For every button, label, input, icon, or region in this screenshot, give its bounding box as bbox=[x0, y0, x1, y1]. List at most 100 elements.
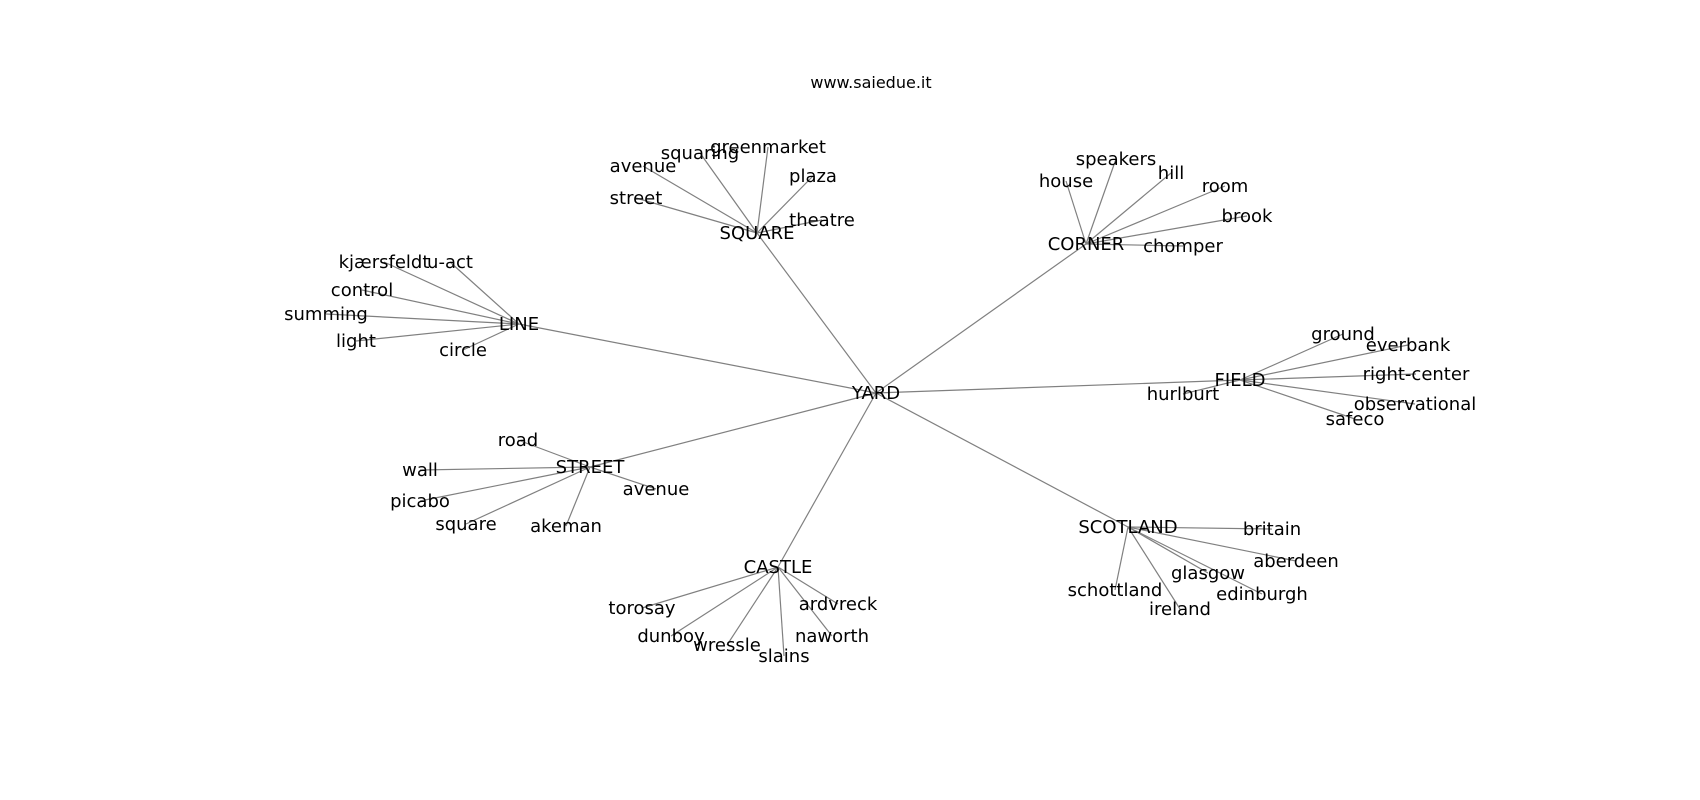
edge-field-observational bbox=[1239, 379, 1416, 405]
node-corner-speakers: speakers bbox=[1076, 149, 1157, 170]
edge-street-akeman bbox=[565, 466, 591, 527]
node-castle-torosay: torosay bbox=[608, 598, 675, 619]
edge-square-avenue bbox=[642, 165, 758, 234]
node-street-square: square bbox=[435, 514, 496, 535]
edge-scotland-ireland bbox=[1127, 526, 1181, 610]
edges bbox=[325, 146, 1417, 657]
node-scotland: SCOTLAND bbox=[1078, 517, 1177, 538]
edge-scotland-britain bbox=[1127, 526, 1273, 530]
edge-corner-house bbox=[1065, 180, 1087, 245]
edge-line-control bbox=[361, 289, 520, 325]
edge-line-light bbox=[355, 323, 520, 342]
node-scotland-glasgow: glasgow bbox=[1171, 563, 1245, 584]
node-scotland-britain: britain bbox=[1243, 519, 1301, 540]
node-scotland-schottland: schottland bbox=[1068, 580, 1163, 601]
node-line-circle: circle bbox=[439, 340, 487, 361]
edge-square-street bbox=[635, 197, 758, 234]
node-castle-ardvreck: ardvreck bbox=[799, 594, 878, 615]
node-corner: CORNER bbox=[1048, 234, 1125, 255]
node-scotland-aberdeen: aberdeen bbox=[1253, 551, 1339, 572]
node-line-kjærsfeldt: kjærsfeldt bbox=[339, 252, 430, 273]
edge-castle-dunboy bbox=[670, 566, 779, 637]
node-scotland-ireland: ireland bbox=[1149, 599, 1211, 620]
edge-square-squaring bbox=[699, 152, 758, 234]
node-square-plaza: plaza bbox=[789, 166, 837, 187]
node-corner-house: house bbox=[1039, 171, 1093, 192]
node-field-ground: ground bbox=[1311, 324, 1375, 345]
edge-corner-speakers bbox=[1085, 158, 1117, 245]
edge-field-safeco bbox=[1239, 379, 1356, 420]
edge-corner-chomper bbox=[1085, 243, 1184, 247]
node-street-avenue: avenue bbox=[623, 479, 690, 500]
node-square-street: street bbox=[610, 188, 663, 209]
node-street-picabo: picabo bbox=[390, 491, 450, 512]
edge-yard-corner bbox=[875, 243, 1087, 394]
edge-field-hurlburt bbox=[1182, 379, 1241, 395]
node-square-squaring: squaring bbox=[661, 143, 739, 164]
edge-field-ground bbox=[1239, 333, 1344, 381]
node-field-observational: observational bbox=[1354, 394, 1476, 415]
node-field-hurlburt: hurlburt bbox=[1147, 384, 1220, 405]
edge-yard-scotland bbox=[875, 392, 1129, 528]
edge-square-greenmarket bbox=[756, 146, 769, 234]
node-field-right-center: right-center bbox=[1363, 364, 1470, 385]
node-line-u-act: u-act bbox=[427, 252, 473, 273]
edge-yard-street bbox=[589, 392, 877, 468]
edge-street-avenue bbox=[589, 466, 657, 490]
edge-street-picabo bbox=[419, 466, 591, 502]
edge-scotland-aberdeen bbox=[1127, 526, 1297, 562]
edge-yard-square bbox=[756, 232, 877, 394]
edge-street-square bbox=[465, 466, 591, 525]
edge-square-theatre bbox=[756, 219, 823, 234]
node-street-wall: wall bbox=[402, 460, 438, 481]
node-castle-wressle: wressle bbox=[693, 635, 761, 656]
node-line-light: light bbox=[336, 331, 376, 352]
node-field: FIELD bbox=[1215, 370, 1266, 391]
edge-corner-room bbox=[1085, 185, 1226, 245]
edge-street-road bbox=[517, 439, 591, 468]
node-scotland-edinburgh: edinburgh bbox=[1216, 584, 1308, 605]
edge-castle-naworth bbox=[777, 566, 833, 637]
node-square-avenue: avenue bbox=[610, 156, 677, 177]
edge-line-kjærsfeldt bbox=[383, 261, 520, 325]
node-line-summing: summing bbox=[284, 304, 368, 325]
edge-field-everbank bbox=[1239, 344, 1409, 381]
node-field-safeco: safeco bbox=[1326, 409, 1385, 430]
node-castle-naworth: naworth bbox=[795, 626, 869, 647]
node-corner-brook: brook bbox=[1222, 206, 1273, 227]
node-square-greenmarket: greenmarket bbox=[710, 137, 826, 158]
edge-scotland-edinburgh bbox=[1127, 526, 1263, 595]
edge-line-u-act bbox=[449, 261, 520, 325]
edge-yard-castle bbox=[777, 392, 877, 568]
edge-castle-slains bbox=[777, 566, 785, 657]
node-corner-chomper: chomper bbox=[1143, 236, 1223, 257]
edge-line-circle bbox=[462, 323, 520, 351]
node-castle: CASTLE bbox=[744, 557, 813, 578]
edge-scotland-schottland bbox=[1114, 526, 1129, 591]
node-castle-slains: slains bbox=[758, 646, 809, 667]
node-square-theatre: theatre bbox=[789, 210, 855, 231]
edge-castle-ardvreck bbox=[777, 566, 839, 605]
node-line-control: control bbox=[331, 280, 393, 301]
node-castle-dunboy: dunboy bbox=[637, 626, 705, 647]
node-corner-hill: hill bbox=[1158, 163, 1184, 184]
node-line: LINE bbox=[499, 314, 539, 335]
node-field-everbank: everbank bbox=[1366, 335, 1451, 356]
nodes: YARDSQUAREavenuesquaringgreenmarketplaza… bbox=[284, 137, 1476, 667]
edge-corner-brook bbox=[1085, 215, 1248, 245]
node-street-road: road bbox=[498, 430, 538, 451]
edge-field-right-center bbox=[1239, 373, 1417, 381]
source-label: www.saiedue.it bbox=[810, 73, 931, 92]
node-street: STREET bbox=[556, 457, 626, 478]
node-street-akeman: akeman bbox=[530, 516, 602, 537]
edge-yard-line bbox=[518, 323, 877, 394]
edge-castle-wressle bbox=[726, 566, 779, 646]
edge-castle-torosay bbox=[641, 566, 779, 609]
edge-street-wall bbox=[419, 466, 591, 471]
edge-yard-field bbox=[875, 379, 1241, 394]
node-yard: YARD bbox=[851, 383, 900, 404]
node-corner-room: room bbox=[1202, 176, 1249, 197]
edge-corner-hill bbox=[1085, 172, 1172, 245]
edge-square-plaza bbox=[756, 175, 814, 234]
